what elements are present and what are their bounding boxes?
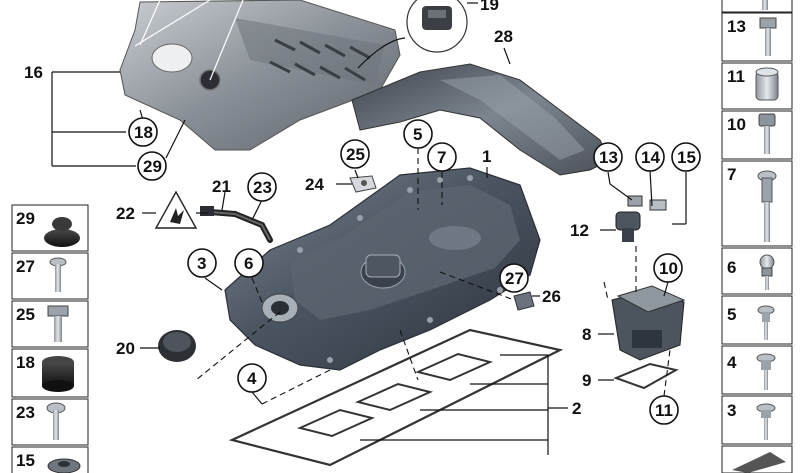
part-19-clip <box>357 0 478 69</box>
part-21-sensor <box>200 206 273 243</box>
left-thumbnail-column: 29 27 25 18 23 15 <box>11 204 89 473</box>
callout-8: 8 <box>582 325 591 344</box>
callout-18: 18 <box>134 123 153 142</box>
callout-4: 4 <box>247 369 257 388</box>
callout-15: 15 <box>677 148 696 167</box>
callout-29: 29 <box>143 157 162 176</box>
part-24-gasket <box>349 175 377 193</box>
callout-24: 24 <box>305 175 324 194</box>
right-thumbnail-column: 13 11 10 7 6 5 4 <box>721 0 793 473</box>
thumb-right-6: 6 <box>727 258 736 277</box>
callout-5: 5 <box>413 125 422 144</box>
thumb-left-29: 29 <box>16 209 35 228</box>
callout-9: 9 <box>582 371 591 390</box>
callout-21: 21 <box>212 177 231 196</box>
callout-labels: 16 19 28 24 1 12 21 22 20 26 8 9 2 <box>24 0 591 418</box>
thumb-right-11: 11 <box>727 67 745 86</box>
thumb-right-10: 10 <box>727 115 746 134</box>
thumb-right-5: 5 <box>727 305 736 324</box>
callout-25: 25 <box>346 145 365 164</box>
heat-shield <box>351 63 611 176</box>
thumb-left-18: 18 <box>16 353 35 372</box>
callout-23: 23 <box>253 178 272 197</box>
thumb-right-13: 13 <box>727 17 746 36</box>
callout-13: 13 <box>599 148 618 167</box>
callout-1: 1 <box>482 147 491 166</box>
callout-22: 22 <box>116 204 135 223</box>
callout-28: 28 <box>494 27 513 46</box>
part-9-gasket <box>613 362 679 390</box>
circled-callouts: 18 29 25 5 7 13 14 15 23 3 6 27 10 11 4 <box>128 117 701 425</box>
part-26-bracket <box>513 291 535 311</box>
warning-triangle-icon <box>154 190 198 229</box>
thumb-left-27: 27 <box>16 257 35 276</box>
part-8-oil-separator <box>611 285 686 361</box>
thumb-right-4: 4 <box>727 353 737 372</box>
thumb-left-15: 15 <box>16 451 35 470</box>
callout-19: 19 <box>480 0 499 14</box>
callout-20: 20 <box>116 339 135 358</box>
callout-16: 16 <box>24 63 43 82</box>
thumb-right-7: 7 <box>727 165 736 184</box>
callout-6: 6 <box>244 254 253 273</box>
part-2-gaskets <box>228 328 564 467</box>
callout-2: 2 <box>572 399 581 418</box>
leader-lines <box>51 47 687 455</box>
callout-10: 10 <box>659 259 678 278</box>
cylinder-head-cover <box>224 167 541 371</box>
thumb-left-25: 25 <box>16 305 35 324</box>
callout-3: 3 <box>197 254 206 273</box>
callout-11: 11 <box>655 401 673 420</box>
part-12-sensor <box>615 195 667 242</box>
callout-7: 7 <box>437 148 446 167</box>
callout-14: 14 <box>641 148 660 167</box>
thumb-left-23: 23 <box>16 403 35 422</box>
callout-27: 27 <box>505 269 524 288</box>
callout-26: 26 <box>542 287 561 306</box>
part-20-plug <box>158 330 196 362</box>
engine-cover <box>119 0 401 151</box>
thumb-right-3: 3 <box>727 401 736 420</box>
callout-12: 12 <box>570 221 589 240</box>
